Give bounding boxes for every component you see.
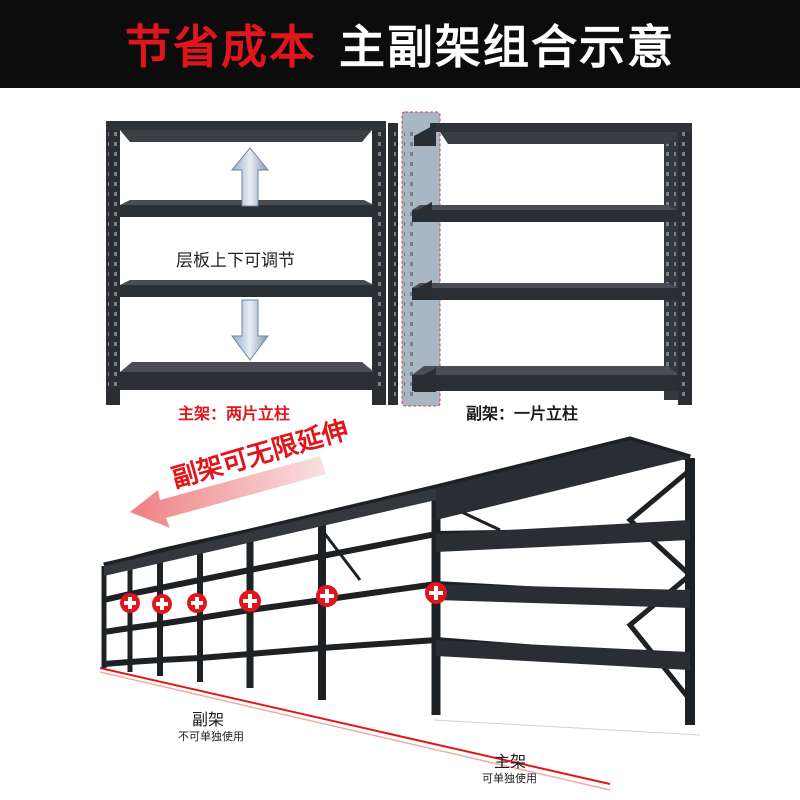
header-title-red: 节省成本 bbox=[125, 20, 317, 74]
header-title: 节省成本主副架组合示意 bbox=[125, 11, 675, 77]
sub-frame-caption: 副架：一片立柱 bbox=[466, 404, 579, 423]
main-frame-title: 主架 bbox=[494, 752, 527, 771]
header-title-white: 主副架组合示意 bbox=[339, 20, 675, 74]
sub-frame bbox=[388, 111, 692, 407]
main-frame-note: 可单独使用 bbox=[482, 772, 537, 785]
sub-frame-title: 副架 bbox=[192, 710, 225, 729]
header-banner: 节省成本主副架组合示意 bbox=[0, 0, 800, 88]
shelf-decks bbox=[104, 440, 690, 670]
main-frame-caption: 主架：两片立柱 bbox=[178, 404, 291, 423]
floor-guides bbox=[99, 667, 701, 791]
sub-frame-note: 不可单独使用 bbox=[178, 730, 244, 743]
up-arrow-icon bbox=[230, 147, 270, 207]
adjust-label: 层板上下可调节 bbox=[176, 251, 295, 271]
main-frame bbox=[106, 121, 386, 405]
down-arrow-icon bbox=[231, 299, 269, 361]
left-arrow-icon bbox=[130, 456, 326, 528]
plus-connector-icon bbox=[120, 582, 447, 614]
shelf-row bbox=[101, 436, 695, 725]
